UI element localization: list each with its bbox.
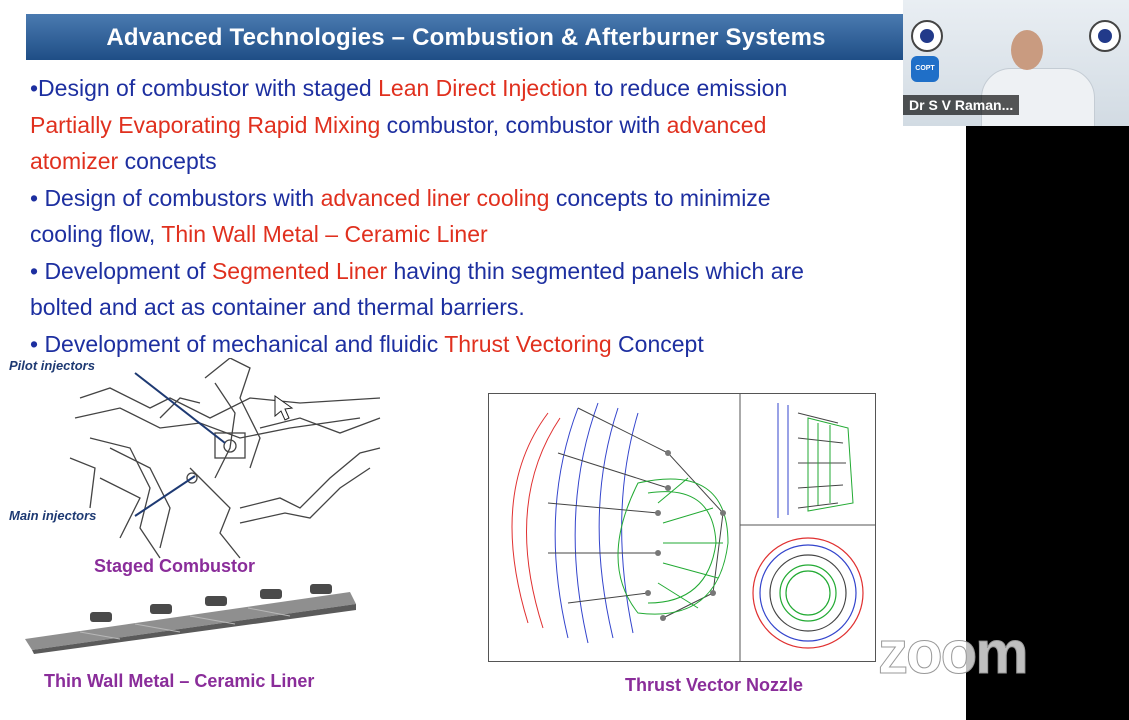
copy-logo-icon: COPT <box>911 56 939 82</box>
bullet-line: • Development of Segmented Liner having … <box>30 253 950 290</box>
ceramic-liner-image <box>25 584 356 654</box>
ceramic-liner-caption: Thin Wall Metal – Ceramic Liner <box>44 671 315 691</box>
bullet-line: • Design of combustors with advanced lin… <box>30 180 950 217</box>
bullet-line: •Design of combustor with staged Lean Di… <box>30 70 950 107</box>
highlight-text: Lean Direct Injection <box>378 75 588 101</box>
pilot-injectors-label: Pilot injectors <box>9 358 95 373</box>
emblem-right-icon <box>1089 20 1121 52</box>
slide-title: Advanced Technologies – Combustion & Aft… <box>106 24 826 51</box>
body-text: combustor, combustor with <box>380 111 667 138</box>
bullet-line: • Development of mechanical and fluidic … <box>30 326 950 363</box>
body-text: • Development of mechanical and fluidic <box>30 330 445 357</box>
bullet-line: bolted and act as container and thermal … <box>30 289 950 326</box>
highlight-text: Thin Wall Metal – Ceramic Liner <box>161 221 488 247</box>
highlight-text: atomizer <box>30 148 119 174</box>
body-text: • Design of combustors with <box>30 184 321 211</box>
highlight-text: Segmented Liner <box>211 257 388 284</box>
bullet-list: •Design of combustor with staged Lean Di… <box>30 70 950 362</box>
highlight-text: advanced liner cooling <box>320 184 550 211</box>
staged-combustor-caption: Staged Combustor <box>94 556 256 576</box>
body-text: having thin segmented panels which are <box>387 257 804 284</box>
main-injectors-label: Main injectors <box>9 508 97 523</box>
body-text: •Design of combustor with staged <box>30 75 379 101</box>
zoom-watermark: zoom <box>878 619 1030 687</box>
body-text: cooling flow, <box>30 221 162 247</box>
bullet-line: atomizer concepts <box>30 143 950 180</box>
emblem-left-icon <box>911 20 943 52</box>
highlight-text: Partially Evaporating Rapid Mixing <box>30 111 381 138</box>
body-text: • Development of <box>30 257 212 284</box>
presentation-slide: Advanced Technologies – Combustion & Aft… <box>0 0 966 720</box>
bullet-line: cooling flow, Thin Wall Metal – Ceramic … <box>30 216 950 253</box>
bullet-line: Partially Evaporating Rapid Mixing combu… <box>30 107 950 144</box>
thrust-vector-nozzle-caption: Thrust Vector Nozzle <box>625 675 804 695</box>
body-text: Concept <box>611 330 704 357</box>
highlight-text: advanced <box>666 111 767 138</box>
body-text: to reduce emission <box>587 75 788 101</box>
staged-combustor-diagram <box>69 358 381 559</box>
highlight-text: Thrust Vectoring <box>444 330 612 357</box>
slide-title-bar: Advanced Technologies – Combustion & Aft… <box>26 14 906 60</box>
body-text: bolted and act as container and thermal … <box>30 294 525 320</box>
body-text: concepts to minimize <box>549 184 771 211</box>
participant-name-tag: Dr S V Raman... <box>903 95 1020 115</box>
participant-head <box>1011 30 1043 70</box>
participant-video-tile[interactable]: COPT Dr S V Raman... <box>903 0 1129 126</box>
body-text: concepts <box>118 148 217 174</box>
thrust-vector-nozzle-diagram <box>488 393 876 662</box>
